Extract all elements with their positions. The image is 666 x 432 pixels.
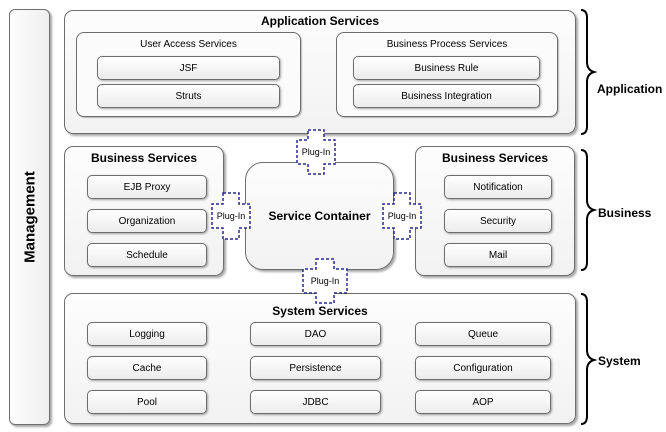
item-schedule: Schedule: [87, 243, 207, 267]
item-dao: DAO: [250, 322, 381, 346]
plugin-left: Plug-In: [211, 192, 251, 240]
layer-label-application: Application: [597, 82, 663, 96]
item-jsf: JSF: [97, 56, 280, 80]
brace-application: [580, 9, 598, 135]
application-services-title: Application Services: [260, 14, 380, 28]
item-struts: Struts: [97, 84, 280, 108]
business-process-services-title: Business Process Services: [386, 39, 508, 50]
management-label: Management: [21, 171, 38, 263]
item-ejb-proxy: EJB Proxy: [87, 175, 207, 199]
system-services-title: System Services: [272, 304, 368, 318]
service-container-label: Service Container: [268, 209, 371, 223]
plugin-right-label: Plug-In: [387, 211, 417, 221]
business-services-left-title: Business Services: [90, 151, 198, 165]
item-jdbc: JDBC: [250, 390, 381, 414]
plugin-top: Plug-In: [296, 129, 336, 175]
item-security: Security: [444, 209, 552, 233]
brace-business: [580, 149, 598, 271]
item-mail: Mail: [444, 243, 552, 267]
item-organization: Organization: [87, 209, 207, 233]
item-business-integration: Business Integration: [353, 84, 540, 108]
item-queue: Queue: [415, 322, 551, 346]
item-cache: Cache: [87, 356, 207, 380]
service-container-box: Service Container: [245, 162, 394, 270]
item-aop: AOP: [415, 390, 551, 414]
item-persistence: Persistence: [250, 356, 381, 380]
user-access-services-title: User Access Services: [140, 39, 237, 50]
layer-braces: [580, 9, 598, 425]
item-notification: Notification: [444, 175, 552, 199]
plugin-bottom-label: Plug-In: [310, 276, 340, 286]
business-services-right-title: Business Services: [441, 151, 549, 165]
item-pool: Pool: [87, 390, 207, 414]
plugin-bottom: Plug-In: [302, 258, 348, 304]
item-business-rule: Business Rule: [353, 56, 540, 80]
brace-system: [580, 293, 598, 425]
plugin-left-label: Plug-In: [216, 211, 246, 221]
item-configuration: Configuration: [415, 356, 551, 380]
layer-label-system: System: [598, 354, 641, 368]
item-logging: Logging: [87, 322, 207, 346]
plugin-right: Plug-In: [382, 192, 422, 240]
management-bar: Management: [9, 9, 50, 425]
plugin-top-label: Plug-In: [301, 147, 331, 157]
layer-label-business: Business: [598, 206, 652, 220]
